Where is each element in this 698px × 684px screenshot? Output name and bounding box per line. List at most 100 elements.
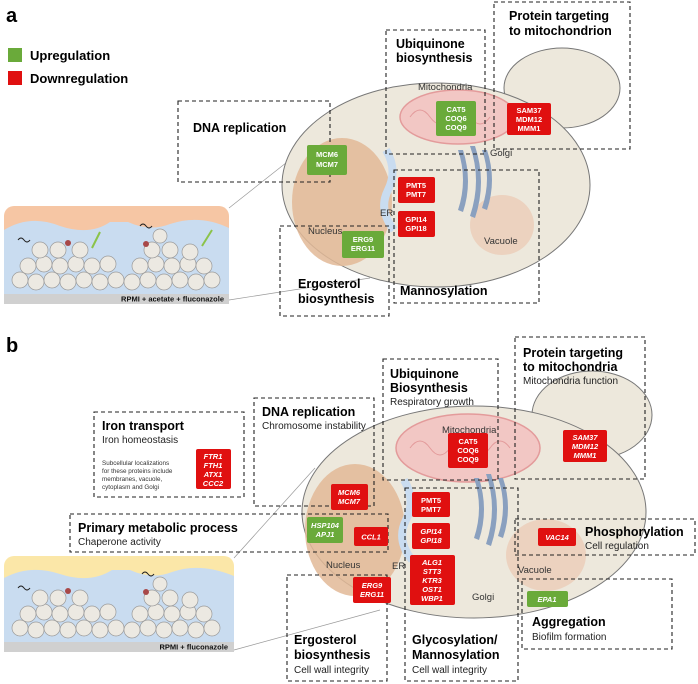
svg-text:MDM12: MDM12 bbox=[516, 115, 542, 124]
legend-down-label: Downregulation bbox=[30, 71, 128, 86]
box-aggregation-b: Aggregation Biofilm formation bbox=[521, 578, 673, 650]
box-ubiquinone-b: Ubiquinone Biosynthesis Respiratory grow… bbox=[382, 358, 499, 481]
svg-text:MCM7: MCM7 bbox=[316, 160, 338, 169]
box-protein-targeting-b: Protein targeting to mitochondria Mitoch… bbox=[514, 336, 646, 480]
svg-text:APJ1: APJ1 bbox=[315, 530, 335, 539]
svg-text:DNA replication: DNA replication bbox=[262, 405, 355, 419]
svg-text:GPI18: GPI18 bbox=[405, 224, 426, 233]
nucleus-label-a: Nucleus bbox=[308, 226, 343, 237]
svg-text:Phosphorylation: Phosphorylation bbox=[585, 525, 684, 539]
svg-text:OST1: OST1 bbox=[422, 585, 442, 594]
svg-text:FTH1: FTH1 bbox=[204, 461, 223, 470]
svg-text:biosynthesis: biosynthesis bbox=[298, 292, 374, 306]
er-b bbox=[398, 477, 416, 563]
nucleus-label-b: Nucleus bbox=[326, 560, 361, 571]
panel-b-letter: b bbox=[6, 335, 18, 357]
gene-box-sam-a: SAM37 MDM12 MMM1 bbox=[507, 103, 551, 135]
svg-text:GPI18: GPI18 bbox=[420, 536, 442, 545]
er-label-b: ER bbox=[392, 561, 405, 572]
svg-text:biosynthesis: biosynthesis bbox=[396, 51, 472, 65]
gene-box-hsp-b: HSP104 APJ1 bbox=[307, 517, 343, 543]
svg-text:Primary metabolic process: Primary metabolic process bbox=[78, 521, 238, 535]
svg-text:Cell wall integrity: Cell wall integrity bbox=[294, 665, 369, 676]
svg-text:COQ6: COQ6 bbox=[457, 446, 478, 455]
svg-text:MCM6: MCM6 bbox=[316, 150, 338, 159]
svg-text:membranes, vacuole,: membranes, vacuole, bbox=[102, 476, 162, 483]
svg-text:Iron homeostasis: Iron homeostasis bbox=[102, 435, 178, 446]
svg-text:ATX1: ATX1 bbox=[203, 470, 223, 479]
mitochondria-label-a: Mitochondria bbox=[418, 82, 473, 93]
gene-box-pmt-b: PMT5 PMT7 bbox=[412, 492, 450, 517]
golgi-label-b: Golgi bbox=[472, 592, 494, 603]
zoom-line-b-top bbox=[233, 467, 316, 559]
svg-text:Chaperone activity: Chaperone activity bbox=[78, 537, 161, 548]
biofilm-inset-b: RPMI + fluconazole bbox=[4, 556, 234, 652]
svg-text:Ubiquinone: Ubiquinone bbox=[390, 367, 459, 381]
box-dna-replication-b: DNA replication Chromosome instability bbox=[253, 397, 375, 507]
gene-box-pmt-a: PMT5 PMT7 bbox=[398, 177, 435, 203]
svg-text:MMM1: MMM1 bbox=[518, 124, 541, 133]
svg-text:Subcellular localizations: Subcellular localizations bbox=[102, 460, 169, 467]
svg-text:FTR1: FTR1 bbox=[204, 452, 223, 461]
svg-text:COQ9: COQ9 bbox=[445, 123, 466, 132]
legend-down-swatch bbox=[8, 71, 22, 85]
legend-up-label: Upregulation bbox=[30, 48, 110, 63]
svg-text:Glycosylation/: Glycosylation/ bbox=[412, 633, 498, 647]
svg-text:to mitochondrion: to mitochondrion bbox=[509, 24, 612, 38]
box-phosphorylation-b: Phosphorylation Cell regulation bbox=[514, 518, 696, 556]
gene-box-epa-b: EPA1 bbox=[527, 591, 568, 607]
svg-text:CCL1: CCL1 bbox=[361, 533, 381, 542]
medium-label-b: RPMI + fluconazole bbox=[159, 643, 228, 652]
svg-text:ERG9: ERG9 bbox=[353, 235, 373, 244]
svg-text:CAT5: CAT5 bbox=[446, 105, 465, 114]
gene-box-mcm-a: MCM6 MCM7 bbox=[307, 145, 347, 175]
gene-box-erg-b: ERG9 ERG11 bbox=[353, 577, 391, 603]
gene-box-ccl-b: CCL1 bbox=[354, 527, 388, 546]
svg-text:Respiratory growth: Respiratory growth bbox=[390, 397, 474, 408]
svg-text:PMT7: PMT7 bbox=[421, 505, 441, 514]
svg-text:HSP104: HSP104 bbox=[311, 521, 340, 530]
svg-text:Ergosterol: Ergosterol bbox=[298, 277, 361, 291]
svg-text:STT3: STT3 bbox=[423, 567, 442, 576]
vacuole-label-a: Vacuole bbox=[484, 236, 518, 247]
svg-text:Chromosome instability: Chromosome instability bbox=[262, 421, 366, 432]
svg-text:MCM6: MCM6 bbox=[338, 488, 361, 497]
svg-text:ERG11: ERG11 bbox=[360, 590, 384, 599]
svg-text:COQ6: COQ6 bbox=[445, 114, 466, 123]
legend-up-swatch bbox=[8, 48, 22, 62]
golgi-b bbox=[474, 474, 508, 546]
gene-box-mcm-b: MCM6 MCM7 bbox=[331, 484, 368, 510]
vacuole-a bbox=[470, 195, 534, 255]
svg-text:COQ9: COQ9 bbox=[457, 455, 478, 464]
svg-text:to mitochondria: to mitochondria bbox=[523, 360, 618, 374]
er-label-a: ER bbox=[380, 208, 393, 219]
svg-text:MMM1: MMM1 bbox=[574, 451, 597, 460]
svg-text:Protein targeting: Protein targeting bbox=[509, 9, 609, 23]
svg-text:MCM7: MCM7 bbox=[338, 497, 361, 506]
svg-text:Mitochondria function: Mitochondria function bbox=[523, 376, 618, 387]
svg-text:Ubiquinone: Ubiquinone bbox=[396, 37, 465, 51]
svg-text:SAM37: SAM37 bbox=[572, 433, 598, 442]
svg-text:PMT5: PMT5 bbox=[406, 181, 426, 190]
golgi-a bbox=[458, 146, 492, 218]
svg-text:PMT5: PMT5 bbox=[421, 496, 441, 505]
box-glycosylation-b: Glycosylation/ Mannosylation Cell wall i… bbox=[404, 487, 519, 682]
svg-text:DNA replication: DNA replication bbox=[193, 121, 286, 135]
mitochondria-label-b: Mitochondria bbox=[442, 425, 497, 436]
svg-text:MDM12: MDM12 bbox=[572, 442, 599, 451]
box-ergosterol-b: Ergosterol biosynthesis Cell wall integr… bbox=[286, 574, 388, 682]
svg-text:GPI14: GPI14 bbox=[405, 215, 427, 224]
zoom-line-a-bottom bbox=[228, 277, 371, 301]
zoom-line-b-bottom bbox=[233, 609, 381, 651]
gene-box-alg-b: ALG1 STT3 KTR3 OST1 WBP1 bbox=[410, 555, 455, 605]
gene-box-erg-a: ERG9 ERG11 bbox=[342, 231, 384, 258]
box-ergosterol-a: Ergosterol biosynthesis bbox=[279, 225, 390, 317]
box-mannosylation-a: Mannosylation bbox=[393, 169, 540, 304]
svg-text:Cell regulation: Cell regulation bbox=[585, 541, 649, 552]
gene-box-vac-b: VAC14 bbox=[538, 528, 576, 546]
vacuole-label-b: Vacuole bbox=[518, 565, 552, 576]
svg-text:Aggregation: Aggregation bbox=[532, 615, 606, 629]
svg-text:ERG11: ERG11 bbox=[351, 244, 375, 253]
svg-text:CAT5: CAT5 bbox=[458, 437, 477, 446]
